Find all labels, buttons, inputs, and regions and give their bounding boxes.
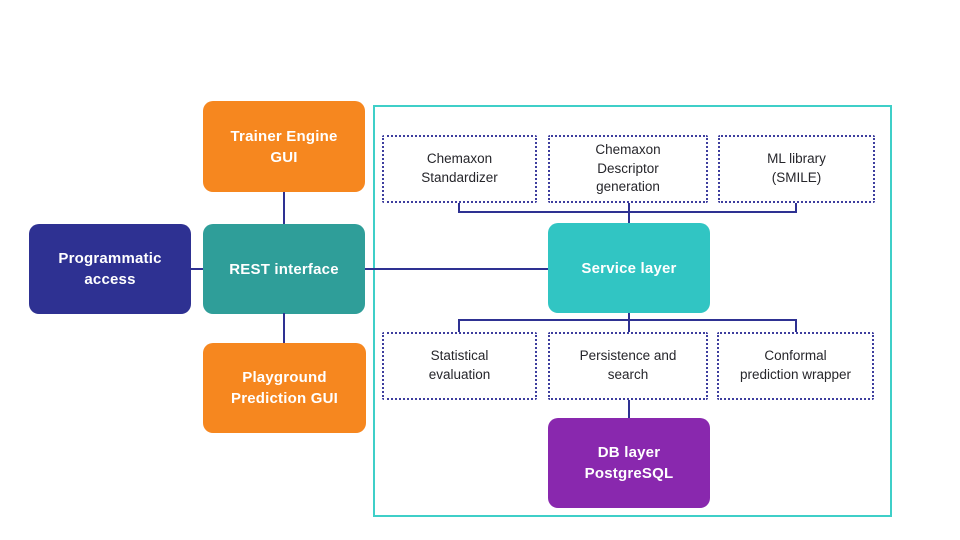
module-ml-library-smile: ML library (SMILE): [718, 135, 875, 203]
module-chemaxon-descriptor-generation: Chemaxon Descriptor generation: [548, 135, 708, 203]
db-layer-postgresql-label: DB layer PostgreSQL: [584, 444, 674, 482]
connector-rest-to-service: [365, 268, 548, 270]
conformal-prediction-wrapper-label: Conformal prediction wrapper: [739, 348, 852, 382]
module-persistence-and-search: Persistence and search: [548, 332, 708, 400]
module-conformal-prediction-wrapper: Conformal prediction wrapper: [717, 332, 874, 400]
statistical-evaluation-label: Statistical evaluation: [428, 348, 491, 382]
connector-trainer-to-rest: [283, 192, 285, 224]
programmatic-access-label: Programmatic access: [58, 250, 162, 288]
connector-service-to-rail: [628, 313, 630, 321]
service-layer-label: Service layer: [581, 259, 677, 277]
connector-standardizer-stub: [458, 203, 460, 213]
persistence-and-search-label: Persistence and search: [579, 348, 677, 382]
connector-ml-library-stub: [795, 203, 797, 213]
chemaxon-descriptor-generation-label: Chemaxon Descriptor generation: [595, 141, 661, 195]
ml-library-smile-label: ML library (SMILE): [767, 151, 826, 185]
connector-statistical-stub: [458, 319, 460, 332]
connector-rest-to-playground: [283, 313, 285, 343]
connector-conformal-stub: [795, 319, 797, 332]
connector-top-rail: [458, 211, 797, 213]
rest-interface-label: REST interface: [229, 260, 339, 278]
connector-rail-to-service: [628, 211, 630, 223]
playground-prediction-gui-label: Playground Prediction GUI: [231, 369, 338, 407]
module-statistical-evaluation: Statistical evaluation: [382, 332, 537, 400]
box-rest-interface: REST interface: [203, 224, 365, 314]
connector-persistence-to-db: [628, 400, 630, 418]
box-db-layer-postgresql: DB layer PostgreSQL: [548, 418, 710, 508]
trainer-engine-gui-label: Trainer Engine GUI: [230, 127, 338, 166]
box-playground-prediction-gui: Playground Prediction GUI: [203, 343, 366, 433]
backend-boundary: [373, 105, 892, 517]
box-trainer-engine-gui: Trainer Engine GUI: [203, 101, 365, 192]
connector-descriptor-stub: [628, 203, 630, 213]
connector-bottom-rail: [458, 319, 797, 321]
connector-programmatic-to-rest: [191, 268, 203, 270]
chemaxon-standardizer-label: Chemaxon Standardizer: [421, 151, 498, 185]
module-chemaxon-standardizer: Chemaxon Standardizer: [382, 135, 537, 203]
box-service-layer: Service layer: [548, 223, 710, 313]
connector-persistence-stub: [628, 319, 630, 332]
box-programmatic-access: Programmatic access: [29, 224, 191, 314]
